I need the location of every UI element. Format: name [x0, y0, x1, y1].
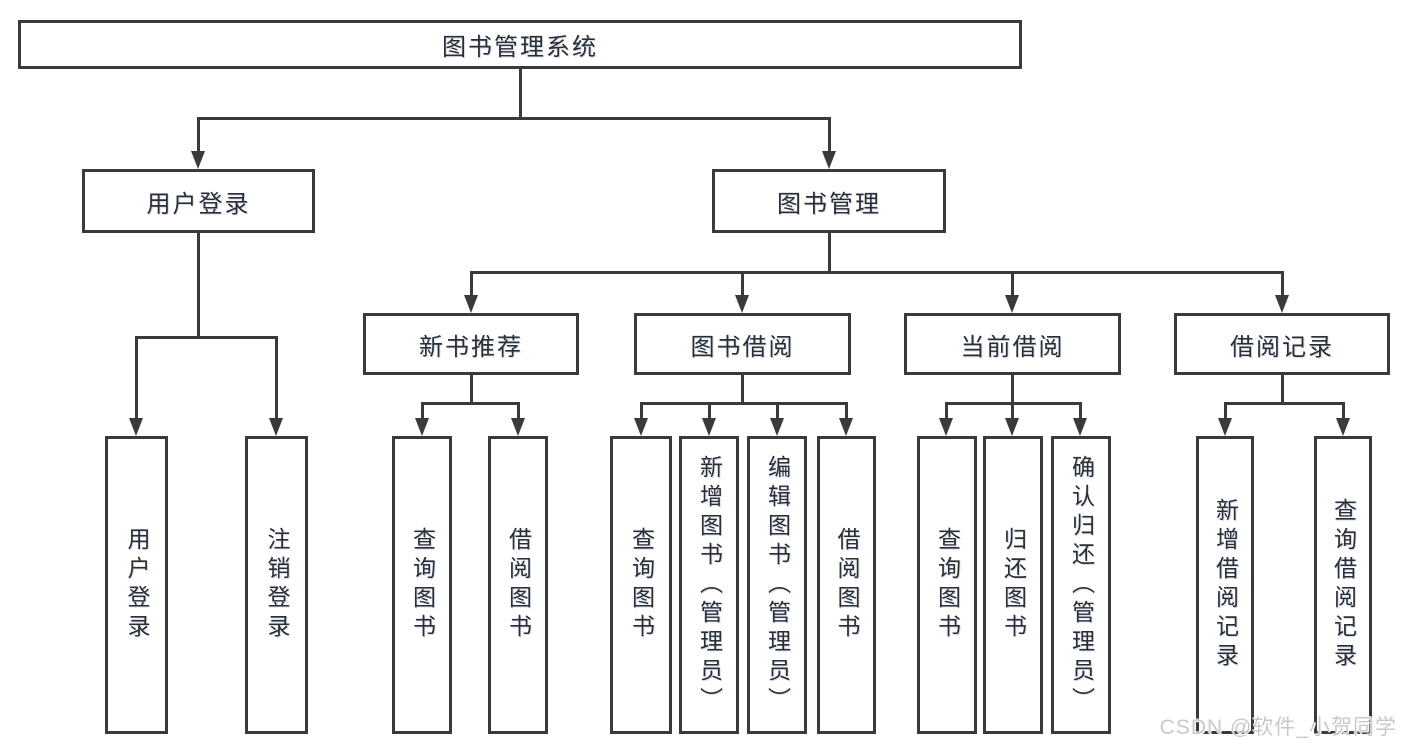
arrowhead-down-icon — [839, 418, 853, 436]
leaf-label: 新增图书（管理员） — [696, 454, 723, 716]
node-label: 图书借阅 — [690, 333, 795, 361]
leaf-query-books: 查询图书 — [610, 436, 672, 734]
connector-current-borrow-stem — [1011, 374, 1014, 405]
arrowhead-down-icon — [822, 151, 836, 169]
node-label: 图书管理系统 — [442, 34, 598, 61]
node-label: 借阅记录 — [1230, 333, 1334, 361]
connector-drop-book-borrow — [741, 271, 744, 297]
connector-drop-user-login — [197, 117, 200, 152]
leaf-user-login: 用户登录 — [105, 436, 168, 734]
leaf-add-borrow-record: 新增借阅记录 — [1196, 436, 1254, 734]
arrowhead-down-icon — [770, 418, 784, 436]
leaf-return-books: 归还图书 — [983, 436, 1043, 734]
connector-borrow-records-stem — [1281, 374, 1284, 405]
connector-drop-leaf — [708, 402, 711, 420]
connector-drop-leaf-login — [135, 336, 138, 420]
node-label: 新书推荐 — [419, 333, 523, 361]
leaf-label: 归还图书 — [1000, 527, 1027, 643]
connector-user-login-branch — [135, 336, 278, 339]
arrowhead-down-icon — [939, 418, 953, 436]
leaf-query-books-current: 查询图书 — [917, 436, 977, 734]
connector-user-login-stem — [197, 232, 200, 338]
node-label: 当前借阅 — [960, 333, 1065, 361]
leaf-label: 查询借阅记录 — [1330, 498, 1357, 672]
connector-drop-leaf — [776, 402, 779, 420]
connector-new-book-branch — [421, 402, 520, 405]
arrowhead-down-icon — [511, 418, 525, 436]
connector-drop-new-book — [470, 271, 473, 297]
arrowhead-down-icon — [269, 418, 283, 436]
leaf-borrow-books-recommend: 借阅图书 — [488, 436, 548, 734]
node-new-book-recommend: 新书推荐 — [363, 313, 579, 375]
leaf-label: 借阅图书 — [505, 527, 532, 643]
connector-drop-leaf — [1079, 402, 1082, 420]
leaf-confirm-return-admin: 确认归还（管理员） — [1051, 436, 1111, 734]
leaf-label: 查询图书 — [934, 527, 961, 643]
leaf-label: 编辑图书（管理员） — [764, 454, 791, 716]
leaf-logout: 注销登录 — [245, 436, 308, 734]
connector-drop-leaf — [1224, 402, 1227, 420]
node-label: 用户登录 — [146, 190, 251, 218]
connector-drop-leaf-logout — [275, 336, 278, 420]
connector-drop-borrow-records — [1281, 271, 1284, 297]
leaf-label: 借阅图书 — [834, 527, 860, 643]
connector-drop-leaf — [1011, 402, 1014, 420]
arrowhead-down-icon — [129, 418, 143, 436]
leaf-label: 注销登录 — [264, 527, 290, 643]
connector-borrow-records-branch — [1224, 402, 1343, 405]
arrowhead-down-icon — [1275, 295, 1289, 313]
connector-drop-leaf — [517, 402, 520, 420]
leaf-borrow-books: 借阅图书 — [817, 436, 876, 734]
leaf-label: 用户登录 — [124, 527, 150, 643]
leaf-label: 查询图书 — [628, 527, 655, 643]
csdn-watermark: CSDN @软件_小贺同学 — [1159, 716, 1397, 739]
connector-drop-leaf — [640, 402, 643, 420]
arrowhead-down-icon — [464, 295, 478, 313]
leaf-query-borrow-record: 查询借阅记录 — [1314, 436, 1372, 734]
node-book-borrow: 图书借阅 — [634, 313, 851, 375]
arrowhead-down-icon — [702, 418, 716, 436]
connector-drop-leaf — [945, 402, 948, 420]
arrowhead-down-icon — [191, 151, 205, 169]
leaf-label: 查询图书 — [409, 527, 436, 643]
arrowhead-down-icon — [1336, 418, 1350, 436]
node-book-management-module: 图书管理 — [712, 169, 946, 233]
connector-root-branch — [197, 117, 831, 120]
leaf-add-book-admin: 新增图书（管理员） — [679, 436, 739, 734]
arrowhead-down-icon — [415, 418, 429, 436]
leaf-query-books-recommend: 查询图书 — [392, 436, 452, 734]
connector-book-management-branch — [470, 271, 1283, 274]
connector-drop-leaf — [1342, 402, 1345, 420]
connector-new-book-stem — [470, 374, 473, 405]
connector-book-management-stem — [828, 232, 831, 273]
connector-drop-book-management — [828, 117, 831, 152]
arrowhead-down-icon — [735, 295, 749, 313]
connector-book-borrow-branch — [640, 402, 847, 405]
node-user-login-module: 用户登录 — [82, 169, 315, 233]
connector-drop-leaf — [421, 402, 424, 420]
connector-book-borrow-stem — [741, 374, 744, 405]
node-borrow-records: 借阅记录 — [1174, 313, 1390, 375]
leaf-label: 新增借阅记录 — [1212, 498, 1239, 672]
arrowhead-down-icon — [1005, 418, 1019, 436]
node-system-root: 图书管理系统 — [18, 20, 1022, 69]
leaf-label: 确认归还（管理员） — [1068, 454, 1095, 716]
connector-drop-current-borrow — [1011, 271, 1014, 297]
arrowhead-down-icon — [1073, 418, 1087, 436]
leaf-edit-book-admin: 编辑图书（管理员） — [747, 436, 807, 734]
connector-drop-leaf — [845, 402, 848, 420]
node-label: 图书管理 — [777, 190, 881, 218]
connector-root-stem — [519, 68, 522, 118]
arrowhead-down-icon — [634, 418, 648, 436]
arrowhead-down-icon — [1005, 295, 1019, 313]
node-current-borrow: 当前借阅 — [904, 313, 1121, 375]
arrowhead-down-icon — [1218, 418, 1232, 436]
